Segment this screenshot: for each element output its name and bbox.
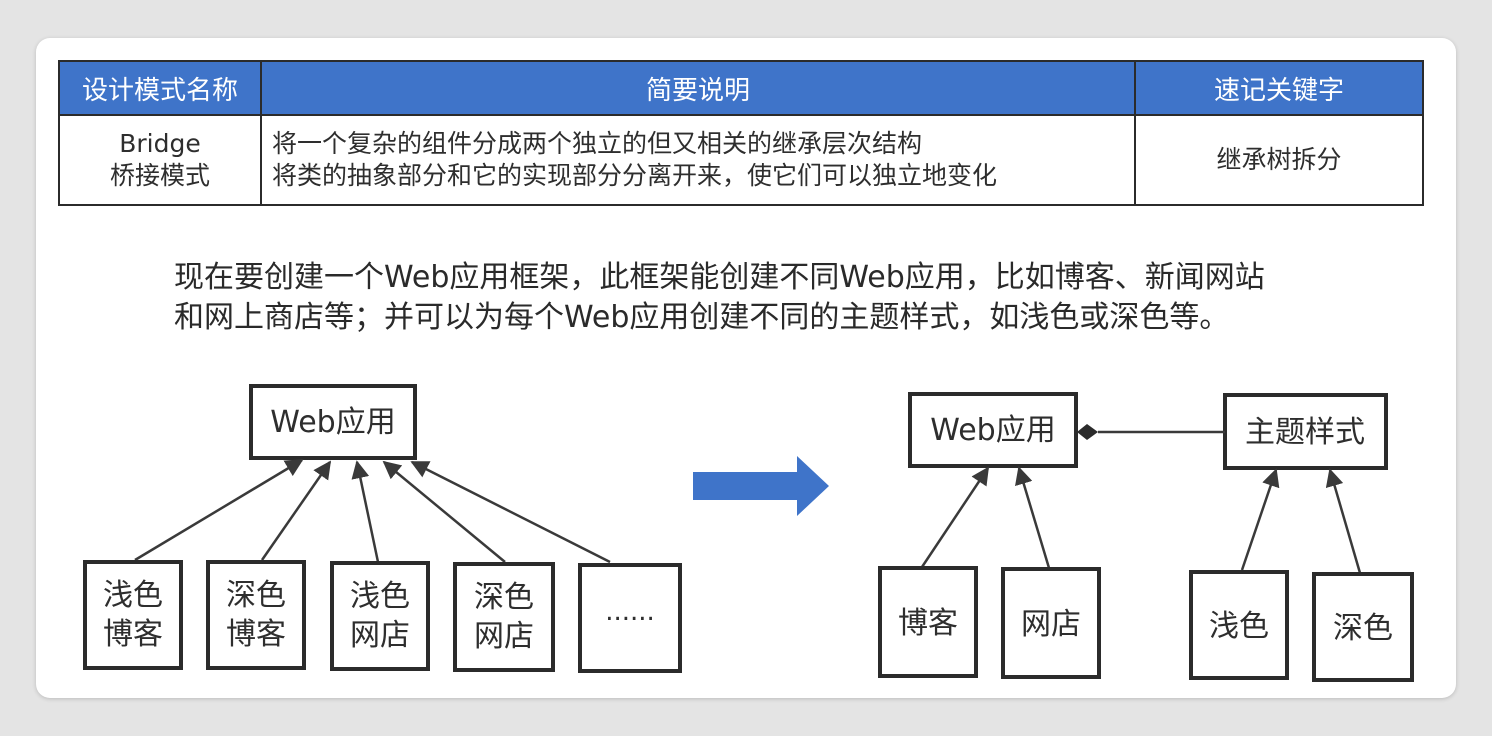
abstraction-label: Web应用 xyxy=(930,413,1055,448)
left-child-box: 浅色 网店 xyxy=(330,561,430,671)
pattern-name-english: Bridge xyxy=(119,129,201,158)
right-inheritance-arrows xyxy=(920,466,1362,574)
pattern-name-cell: Bridge 桥接模式 xyxy=(58,114,262,206)
left-child-box: 深色 博客 xyxy=(206,560,306,670)
child-label-bottom: 网店 xyxy=(350,618,410,653)
header-summary: 简要说明 xyxy=(260,60,1136,116)
implementor-child-box: 浅色 xyxy=(1189,570,1289,680)
implementor-child-box: 深色 xyxy=(1312,572,1414,682)
pattern-keyword-cell: 继承树拆分 xyxy=(1134,114,1424,206)
abstraction-child-box: 网店 xyxy=(1001,567,1101,679)
composition-link xyxy=(1077,424,1225,440)
child-label-top: 浅色 xyxy=(103,578,163,613)
right-bridge-diagram: Web应用 主题样式 博客 网店 浅色 xyxy=(878,392,1414,682)
inherit-arrow xyxy=(382,460,506,563)
child-label-bottom: 博客 xyxy=(103,617,163,652)
left-inheritance-arrows xyxy=(134,458,611,564)
implementor-child-label: 深色 xyxy=(1333,611,1393,646)
pattern-summary-cell: 将一个复杂的组件分成两个独立的但又相关的继承层次结构 将类的抽象部分和它的实现部… xyxy=(260,114,1136,206)
left-parent-label: Web应用 xyxy=(270,405,395,440)
child-label-ellipsis: ...... xyxy=(605,597,655,627)
inherit-arrow xyxy=(260,460,332,561)
left-inheritance-diagram: Web应用 浅色 博客 深色 博客 浅色 网店 深色 网店 xyxy=(83,384,682,673)
intro-line-1: 现在要创建一个Web应用框架，此框架能创建不同Web应用，比如博客、新闻网站 xyxy=(174,260,1265,295)
implementor-box: 主题样式 xyxy=(1223,393,1388,470)
inherit-arrow xyxy=(134,458,304,562)
inherit-arrow xyxy=(410,460,611,564)
inherit-arrow xyxy=(1240,468,1280,571)
child-label-top: 深色 xyxy=(474,580,534,615)
abstraction-child-label: 博客 xyxy=(898,606,958,641)
header-pattern-name: 设计模式名称 xyxy=(58,60,262,116)
left-child-box: 深色 网店 xyxy=(453,562,555,672)
implementor-child-label: 浅色 xyxy=(1209,609,1269,644)
pattern-name-chinese: 桥接模式 xyxy=(109,161,210,190)
left-child-box: 浅色 博客 xyxy=(83,560,183,670)
table-header-row: 设计模式名称 简要说明 速记关键字 xyxy=(58,60,1424,116)
summary-line-1: 将一个复杂的组件分成两个独立的但又相关的继承层次结构 xyxy=(272,129,923,158)
intro-paragraph: 现在要创建一个Web应用框架，此框架能创建不同Web应用，比如博客、新闻网站 和… xyxy=(174,258,1374,338)
implementor-label: 主题样式 xyxy=(1245,415,1365,450)
child-label-top: 浅色 xyxy=(350,579,410,614)
child-label-top: 深色 xyxy=(226,578,286,613)
table-row: Bridge 桥接模式 将一个复杂的组件分成两个独立的但又相关的继承层次结构 将… xyxy=(58,114,1424,206)
abstraction-child-box: 博客 xyxy=(878,566,978,678)
pattern-table: 设计模式名称 简要说明 速记关键字 Bridge 桥接模式 将一个复杂的组件分成… xyxy=(58,60,1424,206)
transform-arrow-icon xyxy=(693,456,829,516)
left-parent-box: Web应用 xyxy=(249,384,417,460)
inherit-arrow xyxy=(1325,468,1362,574)
inherit-arrow xyxy=(1015,466,1051,569)
diamond-icon xyxy=(1077,424,1098,440)
child-label-bottom: 网店 xyxy=(474,619,534,654)
left-child-box: ...... xyxy=(578,563,682,673)
abstraction-child-label: 网店 xyxy=(1021,607,1081,642)
summary-line-2: 将类的抽象部分和它的实现部分分离开来，使它们可以独立地变化 xyxy=(272,161,998,190)
inherit-arrow xyxy=(351,460,380,563)
child-label-bottom: 博客 xyxy=(226,617,286,652)
header-keyword: 速记关键字 xyxy=(1134,60,1424,116)
intro-line-2: 和网上商店等；并可以为每个Web应用创建不同的主题样式，如浅色或深色等。 xyxy=(174,300,1230,335)
abstraction-box: Web应用 xyxy=(908,392,1078,468)
inherit-arrow xyxy=(920,466,990,568)
